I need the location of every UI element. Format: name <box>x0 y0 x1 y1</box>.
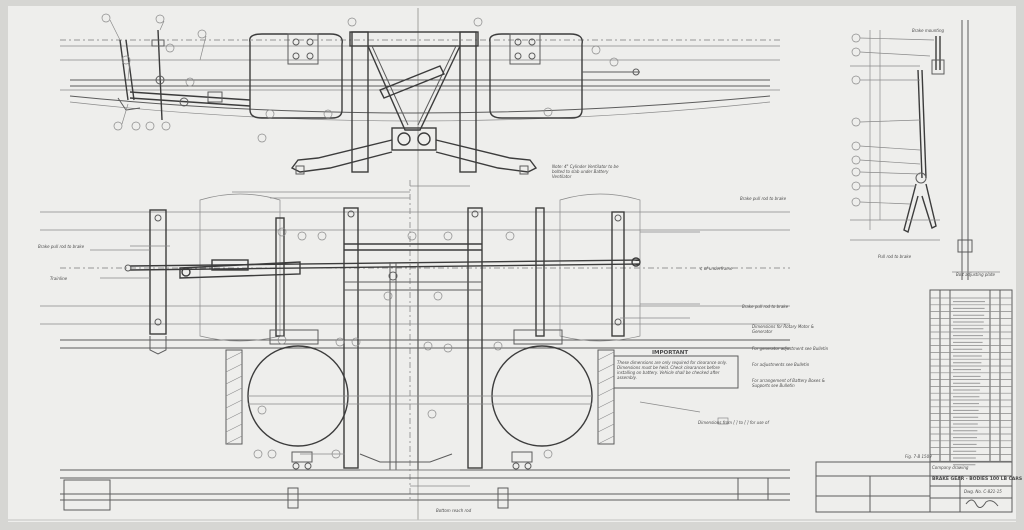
title-block-company: Company drawing <box>932 465 969 470</box>
brake-hose-right-label: Brake pull rod to brake <box>740 196 787 201</box>
center-line-label: ¢ of underframe <box>700 266 733 271</box>
important-body: These dimensions are only required for c… <box>617 360 728 380</box>
ref-note-1: Dimensions for Rotary Motor & Generator <box>752 324 814 334</box>
side-pull-rod-label: Brake pull rod to brake <box>742 304 789 309</box>
title-block-title: BRAKE GEAR - BODIES 100 LB CARS <box>932 477 1023 482</box>
important-note-box <box>613 355 739 389</box>
side-view <box>850 20 1000 280</box>
signature-mark <box>965 499 999 508</box>
important-title: IMPORTANT <box>652 350 689 356</box>
figure-number: Fig. 7-B 1509 <box>905 454 932 459</box>
center-left-member <box>343 207 359 469</box>
right-end-member <box>611 211 625 337</box>
side-view-mid-label: Pull rod to brake <box>878 254 912 259</box>
trainline-label: Trainline <box>50 276 68 281</box>
center-right-member <box>467 207 483 469</box>
dims-note: Dimensions from [ ] to [ ] for use of <box>698 420 769 425</box>
ref-note-4: For arrangement of Battery Boxes & Suppo… <box>752 378 825 388</box>
ref-note-3: For adjustments see Bulletin <box>752 362 810 367</box>
top-note: Note: 4" Cylinder Ventilator to be bolte… <box>552 164 619 179</box>
left-end-member <box>149 209 167 335</box>
ref-note-2: For generator adjustment see Bulletin <box>752 346 829 351</box>
side-view-top-label: Brake mounting <box>912 28 945 33</box>
brake-hose-left-label: Brake pull rod to brake <box>38 244 85 249</box>
left-box-elevation <box>249 33 343 119</box>
bottom-reach-rod-label: Bottom reach rod <box>436 508 472 513</box>
title-block <box>815 289 1013 513</box>
title-block-dwg-no: Dwg. No. C-821-15 <box>964 489 1002 494</box>
right-box-elevation <box>489 33 583 119</box>
side-view-bottom-label: Bolt adjusting plate <box>956 272 996 277</box>
top-elevation-view <box>60 13 780 175</box>
plan-view <box>40 180 790 511</box>
